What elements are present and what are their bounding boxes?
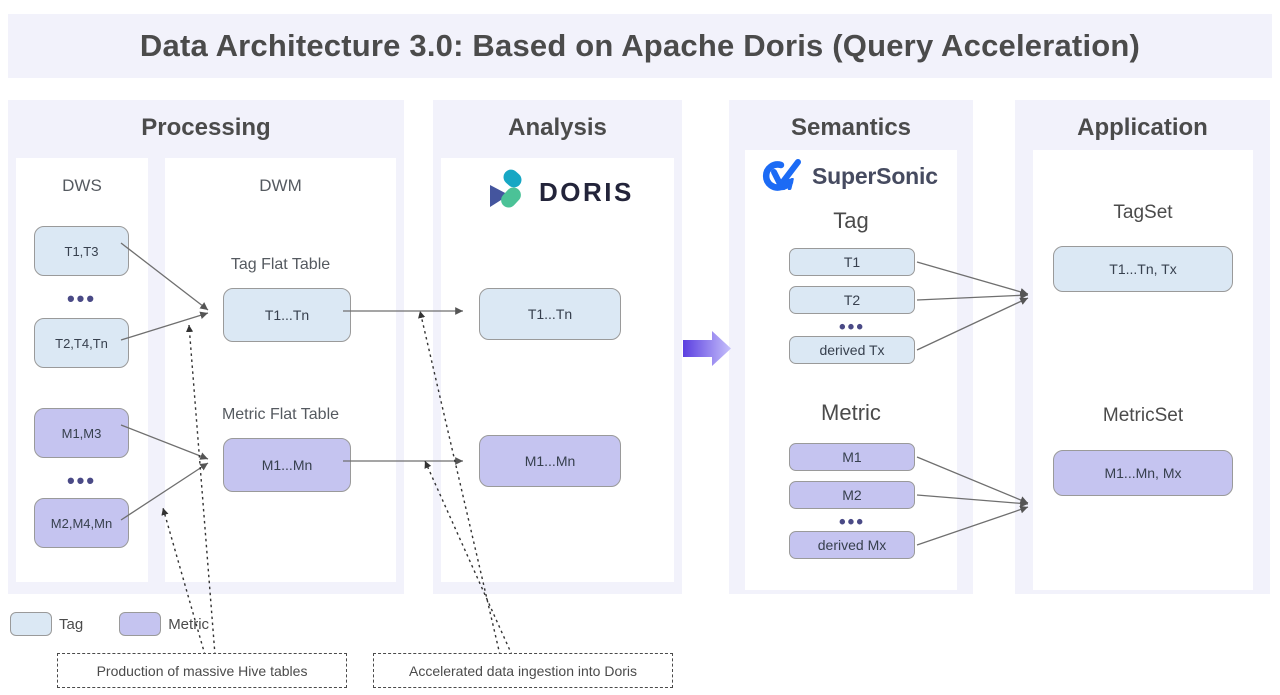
legend-swatch-metric [119, 612, 162, 636]
callout-hive-tables: Production of massive Hive tables [57, 653, 347, 688]
card-dwm: DWM Tag Flat Table T1...Tn Metric Flat T… [165, 158, 396, 582]
node-dws-tag-1[interactable]: T1,T3 [34, 226, 129, 276]
card-dws: DWS T1,T3 ••• T2,T4,Tn M1,M3 ••• M2,M4,M… [16, 158, 148, 582]
section-title-processing: Processing [141, 114, 271, 141]
label-semantics-metric-group: Metric [821, 400, 881, 425]
supersonic-wordmark: SuperSonic [812, 162, 938, 189]
supersonic-logo: SuperSonic [757, 156, 938, 196]
label-metricset: MetricSet [1102, 405, 1184, 426]
doris-mark-icon [490, 169, 522, 208]
card-application: TagSet T1...Tn, Tx MetricSet M1...Mn, Mx [1033, 150, 1253, 590]
node-semantics-metric-3[interactable]: derived Mx [789, 531, 915, 559]
doris-wordmark: DORIS [539, 176, 634, 207]
node-dws-metric-1[interactable]: M1,M3 [34, 408, 129, 458]
card-analysis: DORIS T1...Tn M1...Mn [441, 158, 674, 582]
node-dws-tag-2[interactable]: T2,T4,Tn [34, 318, 129, 368]
ellipsis-dws-metric: ••• [66, 468, 97, 493]
page-title: Data Architecture 3.0: Based on Apache D… [139, 28, 1141, 63]
card-semantics: SuperSonic Tag T1 T2 ••• derived Tx Metr… [745, 150, 957, 590]
legend-item-tag: Tag [10, 612, 83, 636]
node-tagset[interactable]: T1...Tn, Tx [1053, 246, 1233, 292]
ellipsis-semantics-tag: ••• [839, 317, 865, 338]
ellipsis-dws-tag: ••• [66, 286, 97, 311]
card-title-dws: DWS [62, 176, 102, 195]
legend-label-metric: Metric [168, 615, 210, 633]
ellipsis-semantics-metric: ••• [839, 512, 865, 533]
node-semantics-tag-2[interactable]: T2 [789, 286, 915, 314]
legend: Tag Metric [10, 612, 209, 636]
node-metric-flat-table[interactable]: M1...Mn [223, 438, 351, 492]
node-analysis-tag[interactable]: T1...Tn [479, 288, 621, 340]
label-tagset: TagSet [1113, 202, 1173, 223]
node-semantics-metric-2[interactable]: M2 [789, 481, 915, 509]
node-analysis-metric[interactable]: M1...Mn [479, 435, 621, 487]
callout-doris-ingestion: Accelerated data ingestion into Doris [373, 653, 673, 688]
section-panel-analysis: Analysis DORIS T1...Tn M1...Mn [433, 100, 682, 594]
section-title-analysis: Analysis [508, 114, 607, 141]
title-banner: Data Architecture 3.0: Based on Apache D… [8, 14, 1272, 78]
node-semantics-tag-3[interactable]: derived Tx [789, 336, 915, 364]
node-tag-flat-table[interactable]: T1...Tn [223, 288, 351, 342]
supersonic-mark-icon [762, 159, 801, 191]
doris-logo: DORIS [479, 168, 634, 216]
legend-swatch-tag [10, 612, 52, 636]
label-tag-flat-table: Tag Flat Table [230, 256, 331, 273]
node-semantics-tag-1[interactable]: T1 [789, 248, 915, 276]
label-metric-flat-table: Metric Flat Table [221, 406, 340, 423]
card-title-dwm: DWM [259, 176, 302, 195]
section-panel-processing: Processing DWS T1,T3 ••• T2,T4,Tn M1,M3 … [8, 100, 404, 594]
legend-item-metric: Metric [119, 612, 209, 636]
legend-label-tag: Tag [59, 615, 84, 633]
section-panel-semantics: Semantics SuperSonic Tag T1 T2 ••• deriv… [729, 100, 973, 594]
node-semantics-metric-1[interactable]: M1 [789, 443, 915, 471]
node-dws-metric-2[interactable]: M2,M4,Mn [34, 498, 129, 548]
label-semantics-tag-group: Tag [833, 208, 869, 233]
section-title-semantics: Semantics [790, 114, 912, 141]
section-title-application: Application [1077, 114, 1208, 141]
flow-arrow-left [683, 331, 731, 366]
node-metricset[interactable]: M1...Mn, Mx [1053, 450, 1233, 496]
section-panel-application: Application TagSet T1...Tn, Tx MetricSet… [1015, 100, 1270, 594]
